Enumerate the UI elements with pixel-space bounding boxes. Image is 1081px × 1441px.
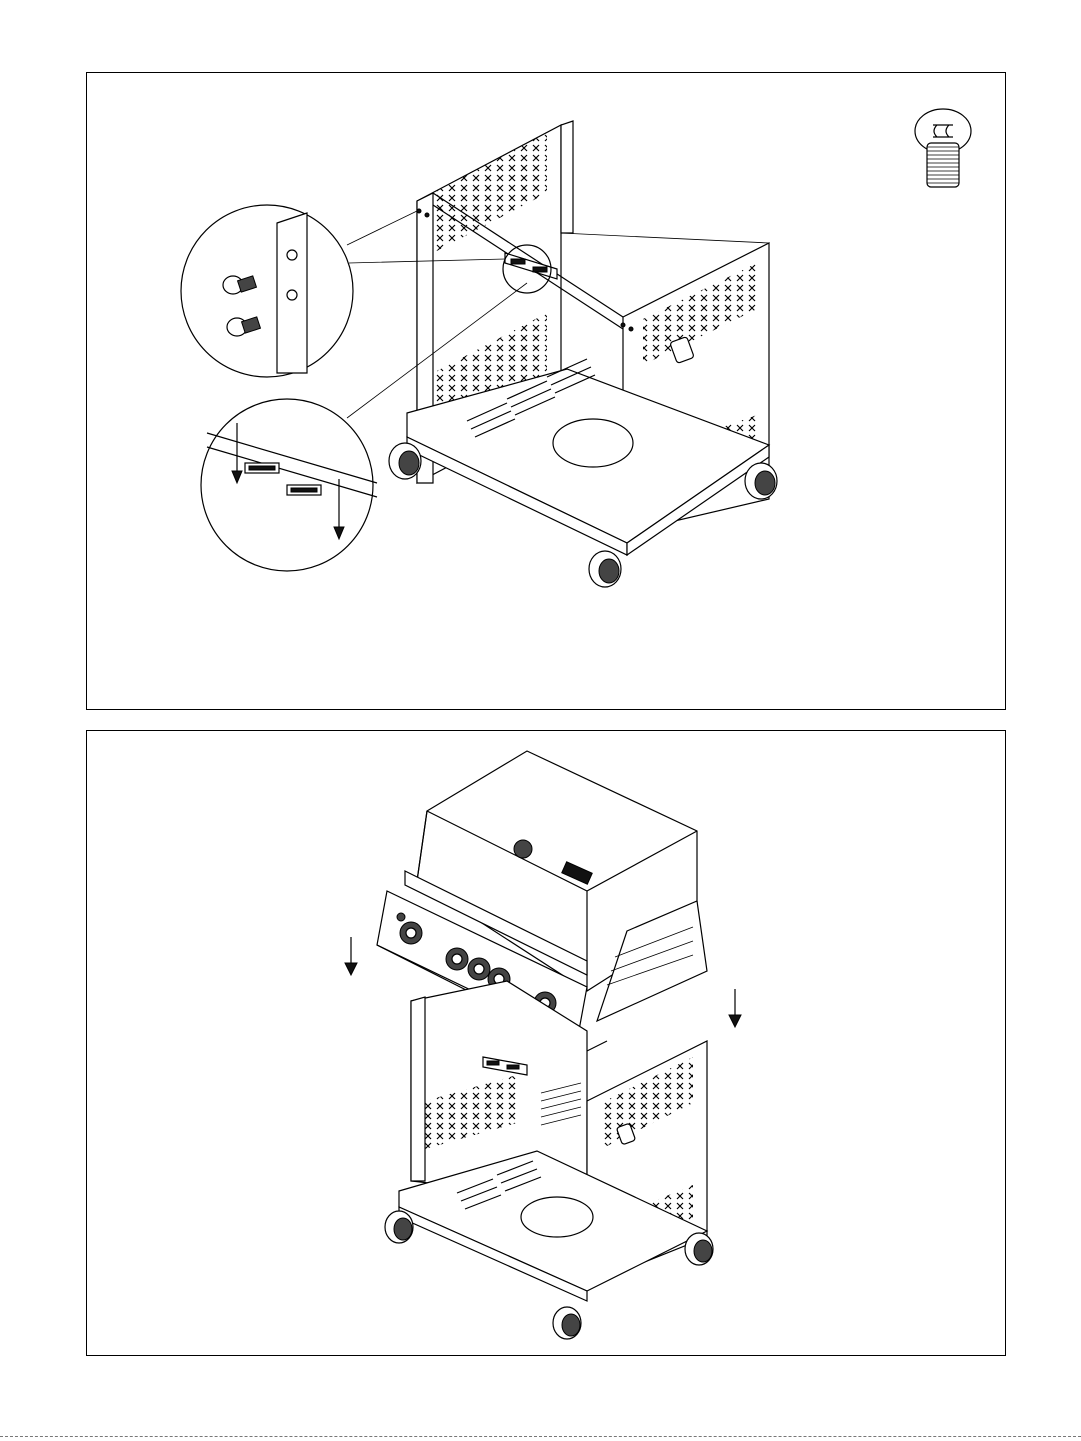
control-knob-icon	[446, 948, 468, 970]
caster-wheel	[685, 1233, 713, 1265]
control-knob-icon	[400, 922, 422, 944]
cart-frame	[385, 981, 713, 1339]
grill-head-placement-illustration	[87, 731, 1007, 1357]
cart-frame	[389, 121, 777, 587]
assembly-step-2-panel	[86, 730, 1006, 1356]
control-knob-icon	[468, 958, 490, 980]
caster-wheel	[385, 1211, 413, 1243]
caster-wheel	[745, 463, 777, 499]
cart-frame-assembly-illustration	[87, 73, 1007, 711]
down-arrow-icon	[345, 937, 357, 975]
assembly-step-1-panel	[86, 72, 1006, 710]
caster-wheel	[389, 443, 421, 479]
caster-wheel	[553, 1307, 581, 1339]
page-bottom-rule	[0, 1436, 1081, 1437]
flat-head-bolt-icon	[915, 109, 971, 187]
down-arrow-icon	[729, 989, 741, 1027]
caster-wheel	[589, 551, 621, 587]
